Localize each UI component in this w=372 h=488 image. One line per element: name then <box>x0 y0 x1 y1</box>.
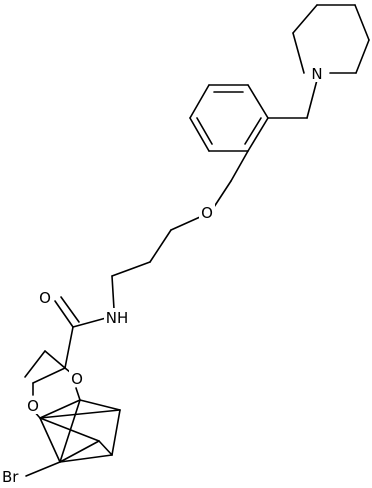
ether-oxygen-label: O <box>201 204 213 222</box>
cage-oxygen-right-label: O <box>71 370 83 388</box>
piperidine-ring <box>292 4 370 119</box>
piperidine-nitrogen-label: N <box>311 65 322 83</box>
propyl-amide-chain <box>54 216 201 369</box>
atom-labels: N O O NH O O Br <box>0 64 325 486</box>
benzene-ring <box>189 84 308 208</box>
amide-nh-label: NH <box>106 309 129 327</box>
cage-oxygen-left-label: O <box>27 397 39 415</box>
bromine-label: Br <box>2 468 19 486</box>
carbonyl-oxygen-label: O <box>39 289 51 307</box>
